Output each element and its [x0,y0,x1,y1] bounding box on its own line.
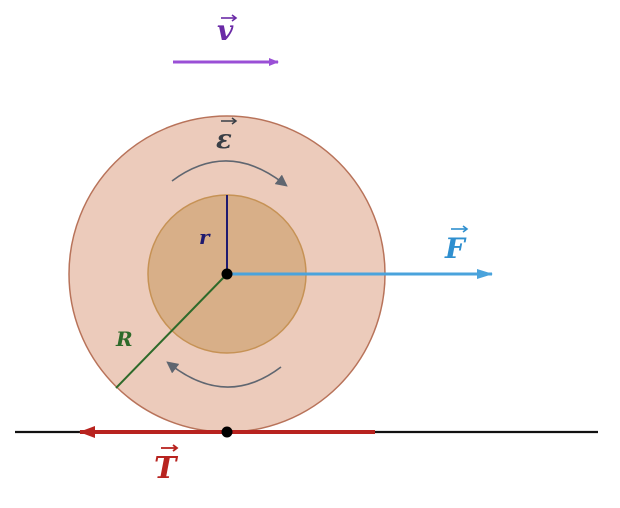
rotation-arrow-top-icon [171,160,288,187]
force-vector-mark-icon [451,225,469,233]
force-label: F [444,232,467,265]
velocity-vector-mark-icon [221,14,238,22]
outer-radius-label: R [115,327,133,351]
angular-accel-vector-mark-icon [221,117,238,125]
outer-radius-line [115,273,228,389]
tension-vector-mark-icon [161,444,179,452]
inner-radius-label: r [199,225,211,249]
center-point [221,268,233,280]
angular-acceleration: ε [166,117,288,388]
tension-label: T [154,451,179,486]
velocity-vector: v [173,14,279,66]
force-vector: F [227,225,493,279]
velocity-label: v [217,14,234,47]
rotation-arrow-bottom-icon [166,361,282,388]
angular-accel-label: ε [216,125,232,155]
tension-vector: T [79,426,375,486]
contact-point [221,426,233,438]
